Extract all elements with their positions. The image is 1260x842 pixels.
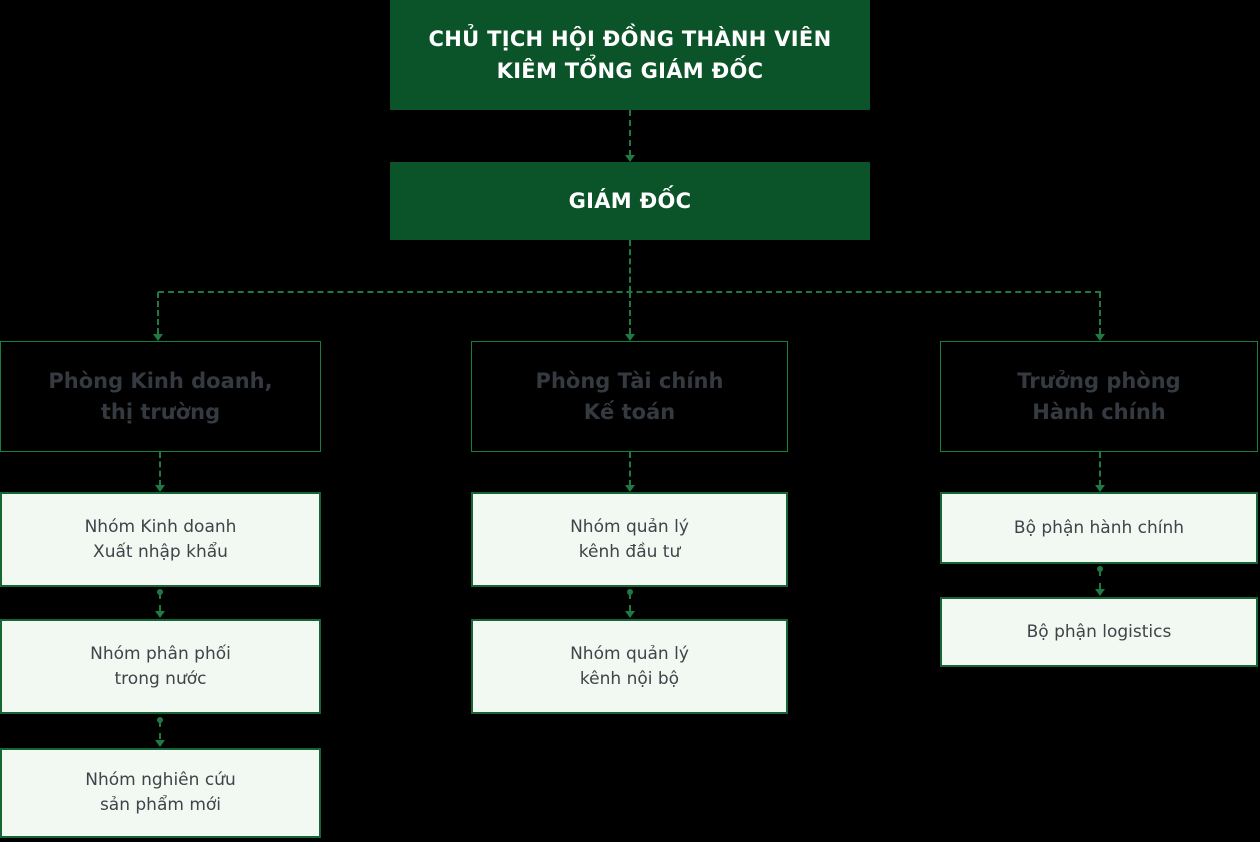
- connector-dept1-team1: [159, 452, 161, 486]
- team-box-administration: Bộ phận hành chính: [940, 492, 1258, 564]
- connector-drop-dept-3: [1099, 292, 1101, 334]
- team-label: Nhóm phân phối trong nước: [90, 643, 231, 689]
- connector-team2-team3-col1: [159, 721, 161, 739]
- arrowhead-team2-col1: [155, 611, 165, 618]
- connector-dot: [627, 589, 633, 595]
- arrowhead-dept3-team1: [1095, 485, 1105, 492]
- team-box-research: Nhóm nghiên cứu sản phẩm mới: [0, 748, 321, 838]
- arrowhead-director: [625, 155, 635, 162]
- department-label: Phòng Kinh doanh, thị trường: [48, 368, 273, 424]
- connector-chairman-director: [629, 110, 631, 156]
- arrowhead-dept-3: [1095, 334, 1105, 341]
- connector-team1-team2-col3: [1099, 570, 1101, 589]
- department-box-finance: Phòng Tài chính Kế toán: [471, 341, 788, 452]
- connector-team1-team2-col1: [159, 593, 161, 611]
- connector-drop-dept-1: [157, 292, 159, 334]
- team-label: Nhóm nghiên cứu sản phẩm mới: [85, 770, 236, 815]
- connector-dot: [1097, 566, 1103, 572]
- team-box-domestic: Nhóm phân phối trong nước: [0, 619, 321, 714]
- connector-drop-dept-2: [629, 292, 631, 334]
- connector-team1-team2-col2: [629, 593, 631, 611]
- team-box-export: Nhóm Kinh doanh Xuất nhập khẩu: [0, 492, 321, 587]
- chairman-box: CHỦ TỊCH HỘI ĐỒNG THÀNH VIÊN KIÊM TỔNG G…: [390, 0, 870, 110]
- team-label: Bộ phận logistics: [1026, 621, 1172, 642]
- team-box-logistics: Bộ phận logistics: [940, 597, 1258, 667]
- team-label: Nhóm Kinh doanh Xuất nhập khẩu: [84, 516, 237, 562]
- arrowhead-team2-col2: [625, 611, 635, 618]
- department-label: Trưởng phòng Hành chính: [1017, 368, 1181, 424]
- team-box-investment: Nhóm quản lý kênh đầu tư: [471, 492, 788, 587]
- department-box-sales: Phòng Kinh doanh, thị trường: [0, 341, 321, 452]
- team-label: Bộ phận hành chính: [1013, 517, 1185, 538]
- connector-director-stem: [629, 240, 631, 292]
- arrowhead-dept1-team1: [155, 485, 165, 492]
- connector-dept3-team1: [1099, 452, 1101, 486]
- connector-dot: [157, 717, 163, 723]
- chairman-label: CHỦ TỊCH HỘI ĐỒNG THÀNH VIÊN KIÊM TỔNG G…: [428, 27, 832, 83]
- connector-dept2-team1: [629, 452, 631, 486]
- team-label: Nhóm quản lý kênh đầu tư: [570, 516, 689, 562]
- arrowhead-team2-col3: [1095, 589, 1105, 596]
- department-label: Phòng Tài chính Kế toán: [535, 368, 724, 424]
- arrowhead-dept2-team1: [625, 485, 635, 492]
- department-box-admin: Trưởng phòng Hành chính: [940, 341, 1258, 452]
- arrowhead-dept-1: [153, 334, 163, 341]
- arrowhead-dept-2: [625, 334, 635, 341]
- arrowhead-team3-col1: [155, 740, 165, 747]
- director-box: GIÁM ĐỐC: [390, 162, 870, 240]
- team-label: Nhóm quản lý kênh nội bộ: [570, 643, 689, 689]
- connector-dot: [157, 589, 163, 595]
- director-label: GIÁM ĐỐC: [568, 189, 692, 213]
- team-box-internal: Nhóm quản lý kênh nội bộ: [471, 619, 788, 714]
